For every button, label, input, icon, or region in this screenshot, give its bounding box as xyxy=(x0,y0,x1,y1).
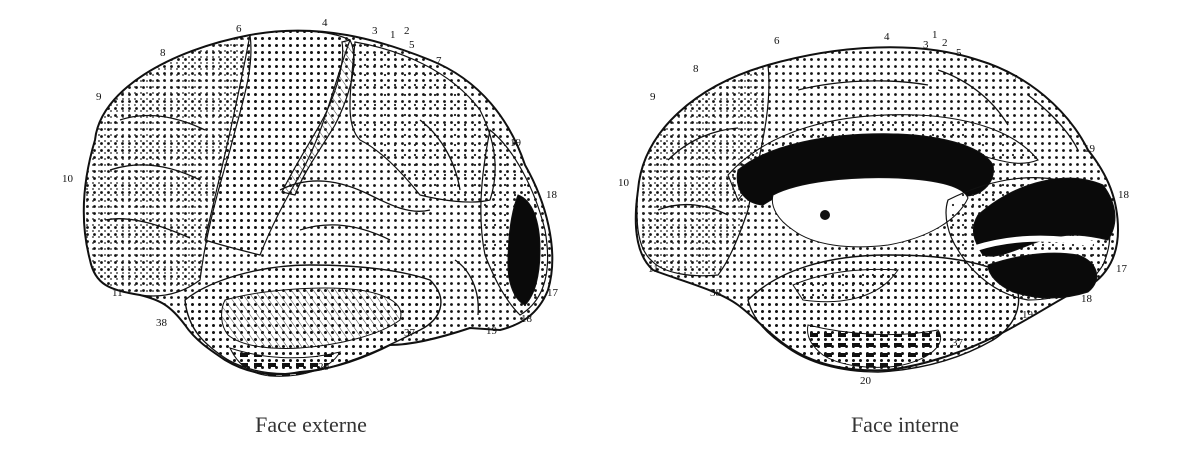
area-label: 18 xyxy=(1118,189,1130,201)
area-label: 38 xyxy=(710,287,722,299)
area-label: 7 xyxy=(1012,73,1018,85)
area-label: 19 xyxy=(1084,143,1096,155)
panel-face-interne: 6 4 3 1 2 5 7 8 9 10 19 18 17 18 19 37 2… xyxy=(598,0,1196,456)
area-label: 6 xyxy=(236,23,242,35)
region-mass-intermedia xyxy=(820,210,830,220)
area-label: 10 xyxy=(62,173,74,185)
area-label: 2 xyxy=(942,37,948,49)
area-label: 3 xyxy=(372,25,378,37)
area-label: 2 xyxy=(404,25,410,37)
area-label: 11 xyxy=(648,263,659,275)
area-label: 3 xyxy=(923,39,929,51)
area-label: 11 xyxy=(112,287,123,299)
area-label: 37 xyxy=(404,327,416,339)
area-label: 18 xyxy=(1081,293,1093,305)
area-label: 4 xyxy=(884,31,890,43)
caption-face-externe: Face externe xyxy=(12,412,610,438)
area-label: 5 xyxy=(409,39,415,51)
area-label: 1 xyxy=(932,29,938,41)
caption-face-interne: Face interne xyxy=(606,412,1196,438)
area-label: 1 xyxy=(390,29,396,41)
area-label: 20 xyxy=(860,375,872,387)
area-label: 20 xyxy=(318,361,330,373)
area-label: 19 xyxy=(510,137,522,149)
area-label: 9 xyxy=(96,91,102,103)
area-label: 38 xyxy=(156,317,168,329)
area-label: 19 xyxy=(486,325,498,337)
area-label: 8 xyxy=(160,47,166,59)
panel-face-externe: 6 4 3 1 2 5 7 8 9 10 19 18 17 18 19 37 2… xyxy=(0,0,598,456)
brain-medial-drawing: 6 4 3 1 2 5 7 8 9 10 19 18 17 18 19 37 2… xyxy=(598,0,1196,400)
area-label: 9 xyxy=(650,91,656,103)
area-label: 19 xyxy=(1022,309,1034,321)
area-label: 7 xyxy=(436,55,442,67)
area-label: 37 xyxy=(952,337,964,349)
area-label: 4 xyxy=(322,17,328,29)
area-label: 18 xyxy=(546,189,558,201)
area-label: 10 xyxy=(618,177,630,189)
area-label: 5 xyxy=(956,47,962,59)
brain-lateral-drawing: 6 4 3 1 2 5 7 8 9 10 19 18 17 18 19 37 2… xyxy=(0,0,598,400)
area-label: 6 xyxy=(774,35,780,47)
area-label: 8 xyxy=(693,63,699,75)
area-label: 17 xyxy=(547,287,559,299)
area-label: 17 xyxy=(1116,263,1128,275)
area-label: 18 xyxy=(521,313,533,325)
